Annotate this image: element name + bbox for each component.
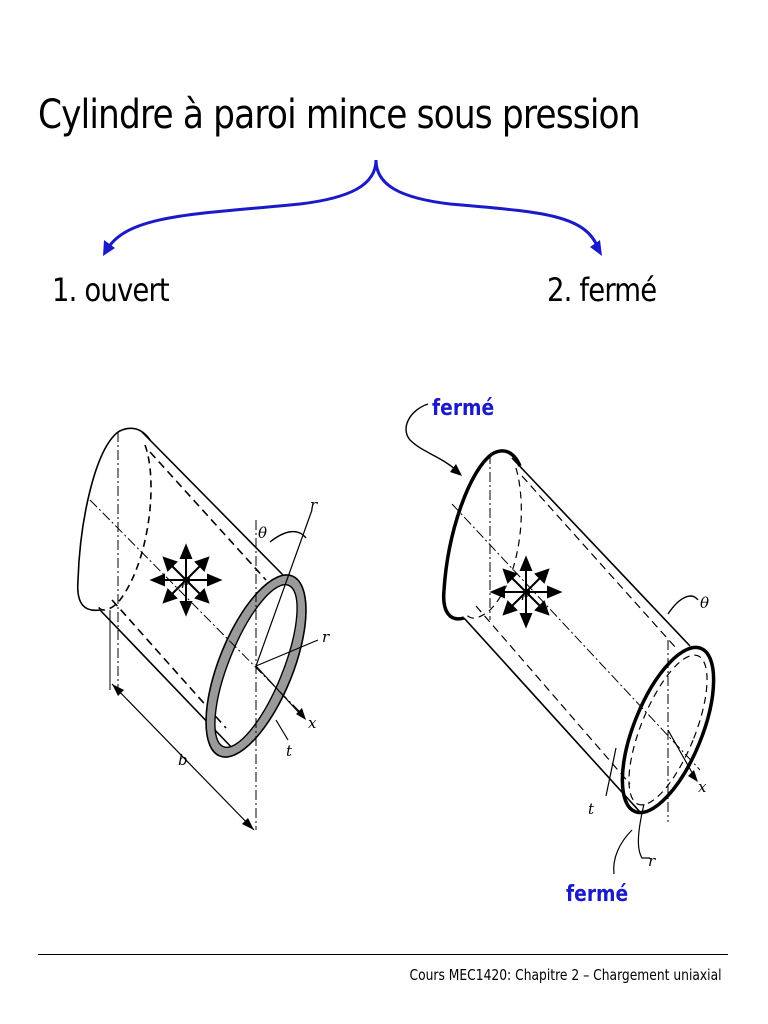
thickness-symbol: t	[588, 800, 595, 818]
brace-right-arrowhead	[590, 240, 602, 256]
back-end-cap-top	[491, 449, 522, 467]
back-end-inner	[97, 444, 152, 611]
body-top-edge	[511, 457, 691, 647]
label-pointer-top	[405, 403, 457, 471]
thickness-symbol: t	[286, 742, 293, 760]
label-pointer-bottom	[613, 829, 633, 875]
brace-left-arrowhead	[103, 240, 115, 256]
front-ring-inner	[214, 584, 298, 748]
theta-arc	[667, 595, 699, 615]
theta-arc	[269, 531, 307, 543]
front-ring-outer	[205, 574, 307, 758]
back-end-inner	[465, 467, 522, 619]
x-axis-symbol: x	[698, 778, 707, 796]
label-pointer-top-arrowhead	[450, 464, 462, 476]
body-inner-top	[149, 451, 267, 581]
front-ring	[206, 575, 306, 757]
front-end-cap	[620, 645, 716, 815]
r-axis-symbol: r	[310, 496, 318, 514]
radius-line	[255, 639, 319, 667]
x-axis-arrowhead	[688, 770, 698, 782]
x-axis-symbol: x	[308, 714, 317, 732]
axis-center-line	[451, 503, 701, 771]
front-end-inner	[628, 654, 708, 806]
brace-left-arm	[106, 159, 378, 249]
body-inner-bottom	[475, 605, 631, 785]
footer-divider	[38, 954, 728, 955]
option-closed-label: 2. fermé	[547, 271, 657, 309]
theta-symbol: θ	[700, 594, 709, 612]
pressure-arrows	[489, 555, 563, 629]
x-axis-line	[667, 729, 695, 777]
r-axis-line	[255, 509, 313, 667]
x-axis-line	[255, 665, 303, 717]
length-symbol: b	[178, 751, 188, 769]
slide-title: Cylindre à paroi mince sous pression	[38, 92, 641, 138]
body-top-edge	[141, 431, 285, 577]
x-axis-arrowhead	[296, 708, 306, 720]
body-inner-bottom	[111, 599, 227, 729]
pressure-arrows	[149, 543, 223, 617]
thickness-leader	[605, 747, 617, 797]
radius-symbol: r	[322, 628, 330, 646]
pressure-symbol: p	[521, 583, 531, 601]
pressure-symbol: p	[181, 571, 191, 589]
footer-text: Cours MEC1420: Chapitre 2 – Chargement u…	[409, 966, 722, 984]
length-arrow-a	[112, 684, 124, 696]
length-dimension	[111, 683, 255, 831]
option-open-label: 1. ouvert	[52, 271, 170, 309]
brace-right-arm	[374, 159, 600, 249]
back-end-outline	[76, 431, 119, 612]
thickness-leader	[275, 719, 289, 741]
theta-symbol: θ	[258, 524, 267, 542]
body-bottom-edge	[463, 617, 641, 813]
radius-symbol: r	[648, 852, 656, 870]
radius-leader	[637, 803, 650, 859]
closed-end-label-top: fermé	[432, 396, 495, 421]
body-inner-top	[521, 475, 677, 649]
length-arrow-b	[242, 818, 254, 830]
closed-end-label-bottom: fermé	[566, 882, 629, 907]
back-end-cap	[441, 452, 494, 621]
